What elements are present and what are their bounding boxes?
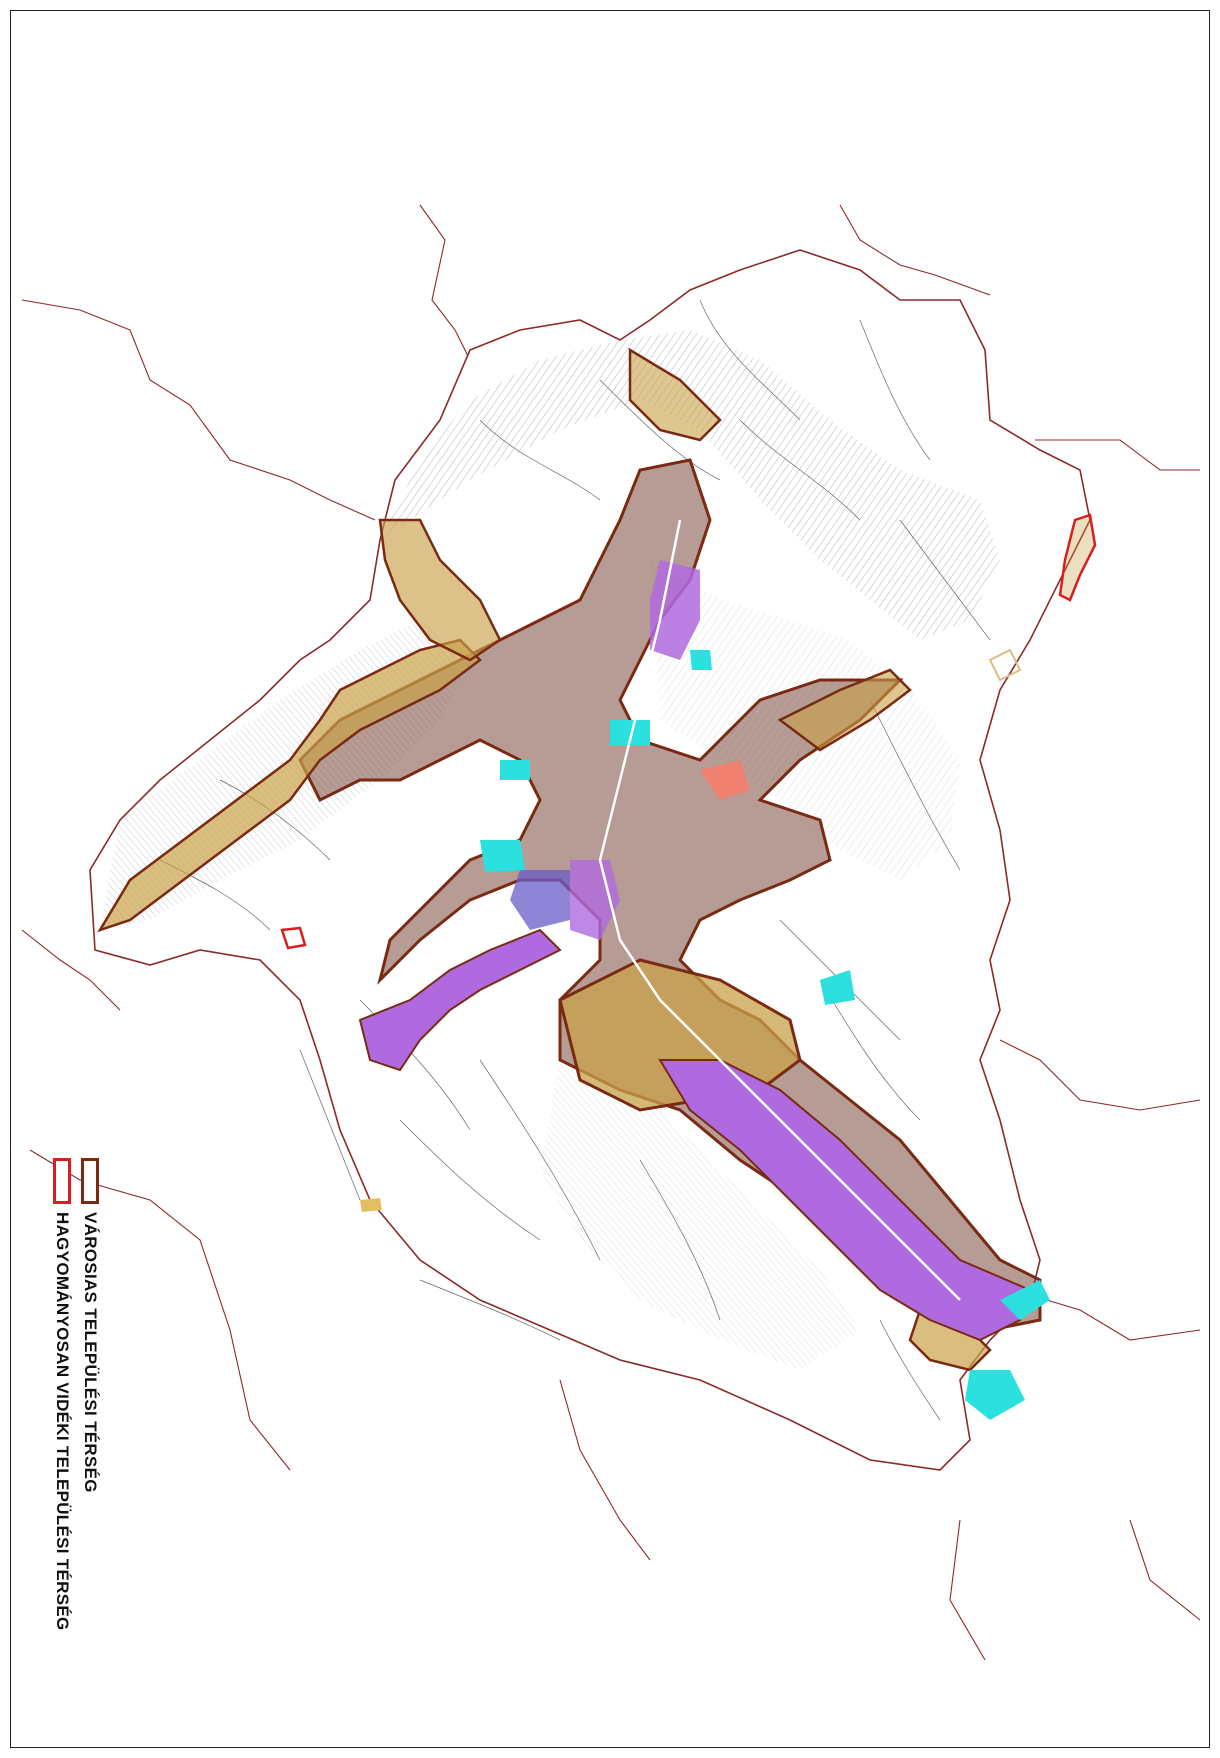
legend-item-rural: HAGYOMÁNYOSAN VIDÉKI TELEPÜLÉSI TÉRSÉG bbox=[48, 1158, 76, 1758]
salmon-zone bbox=[700, 760, 750, 800]
green-zone-southeast bbox=[965, 1370, 1025, 1420]
urban-settlement-area bbox=[97, 347, 1042, 1372]
boundary-line bbox=[559, 1379, 651, 1561]
green-zone-west bbox=[480, 840, 525, 872]
mixed-zone-center bbox=[510, 870, 570, 930]
boundary-line bbox=[839, 204, 991, 296]
legend-label-rural: HAGYOMÁNYOSAN VIDÉKI TELEPÜLÉSI TÉRSÉG bbox=[53, 1212, 72, 1631]
boundary-line bbox=[999, 1039, 1201, 1111]
boundary-line bbox=[1029, 1294, 1201, 1341]
legend-label-urban: VÁROSIAS TELEPÜLÉSI TÉRSÉG bbox=[81, 1212, 100, 1493]
legend-swatch-rural bbox=[53, 1158, 71, 1204]
boundary-line bbox=[21, 929, 121, 1011]
map-frame bbox=[10, 10, 1210, 1748]
green-zone-misc bbox=[500, 760, 530, 780]
legend-item-urban: VÁROSIAS TELEPÜLÉSI TÉRSÉG bbox=[76, 1158, 104, 1758]
green-zone-north bbox=[690, 650, 712, 670]
boundary-line bbox=[21, 299, 376, 521]
urban-area-north-strip bbox=[628, 347, 722, 442]
boundary-line bbox=[1129, 1519, 1201, 1621]
boundary-line bbox=[949, 1519, 986, 1661]
urban-area-north-arm bbox=[378, 518, 502, 662]
yellow-parcel bbox=[360, 1198, 382, 1212]
rural-area-west bbox=[280, 926, 307, 950]
map-legend: VÁROSIAS TELEPÜLÉSI TÉRSÉG HAGYOMÁNYOSAN… bbox=[44, 1158, 104, 1758]
rural-settlement-areas bbox=[280, 513, 1097, 950]
commercial-zone-southeast bbox=[658, 1059, 1032, 1342]
commercial-zone-center bbox=[570, 860, 620, 940]
rural-area-northeast bbox=[1058, 513, 1097, 602]
commercial-zone-southwest bbox=[358, 928, 562, 1072]
urban-area-east-arm bbox=[777, 668, 912, 752]
green-zone-center bbox=[610, 720, 650, 745]
green-zone-south bbox=[1000, 1280, 1050, 1320]
boundary-line bbox=[419, 204, 471, 361]
boundary-line bbox=[1035, 439, 1200, 471]
boundary-line bbox=[29, 1149, 291, 1471]
pale-patch-east bbox=[988, 648, 1022, 682]
commercial-zone-north bbox=[650, 560, 700, 660]
green-zone-east bbox=[820, 970, 855, 1005]
legend-swatch-urban bbox=[81, 1158, 99, 1204]
main-road bbox=[598, 519, 961, 1301]
neighbor-boundaries bbox=[21, 204, 1201, 1661]
land-use-overlays bbox=[358, 560, 1050, 1420]
